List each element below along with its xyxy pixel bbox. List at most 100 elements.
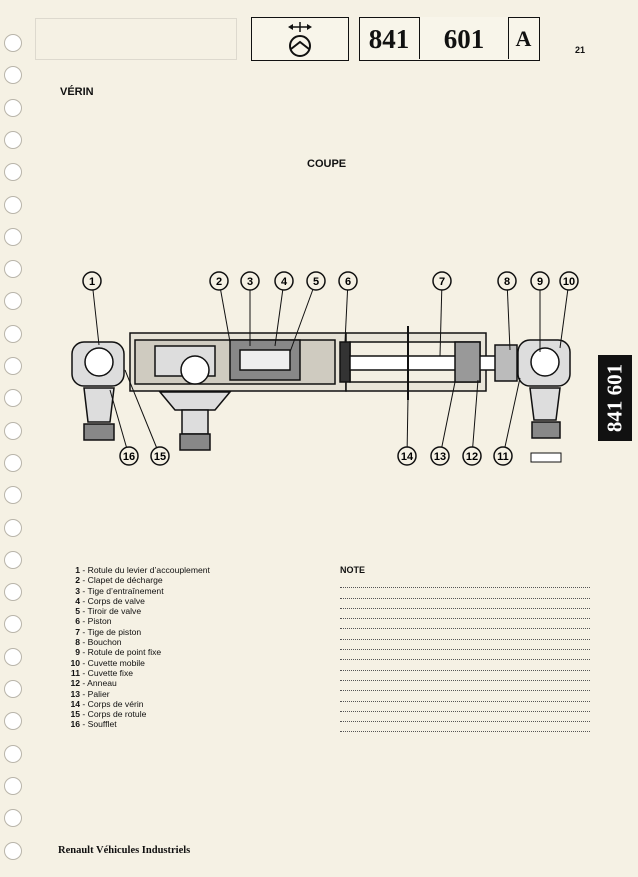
binder-hole	[4, 130, 22, 149]
binder-hole	[4, 357, 22, 375]
legend-item: 9 - Rotule de point fixe	[66, 647, 210, 657]
callout-3: 13	[430, 381, 456, 466]
callout-number: 14	[401, 451, 414, 463]
callout-circle	[559, 271, 579, 291]
page-title: VÉRIN	[60, 86, 94, 98]
legend-label: - Rotule du levier d’accouplement	[82, 565, 210, 575]
callout-8: 9	[530, 271, 550, 352]
callout-circle	[119, 446, 139, 466]
note-line	[340, 629, 590, 640]
callout-2: 3	[240, 271, 260, 346]
callout-number: 13	[434, 451, 446, 463]
legend-number: 4	[75, 595, 80, 606]
note-line	[340, 578, 590, 589]
callout-number: 8	[504, 276, 510, 288]
group-number: 841	[368, 24, 410, 54]
revision-letter: A	[515, 26, 532, 51]
callout-6: 7	[432, 271, 452, 357]
legend-label: - Cuvette fixe	[82, 667, 134, 678]
callout-1: 15	[124, 369, 170, 466]
binder-hole	[4, 583, 22, 602]
legend-item: 10 - Cuvette mobile	[66, 658, 210, 668]
callout-number: 16	[123, 451, 135, 463]
callout-number: 15	[154, 451, 166, 463]
leader-line	[289, 280, 317, 353]
callout-circle	[150, 446, 170, 466]
legend-number: 15	[70, 709, 80, 720]
legend-item: 16 - Soufflet	[66, 719, 210, 729]
note-line	[340, 712, 590, 723]
note-line	[340, 609, 590, 620]
legend-number: 6	[75, 616, 80, 627]
binder-hole	[4, 841, 22, 860]
binder-hole	[4, 66, 22, 85]
binder-hole	[4, 260, 22, 279]
binder-hole	[4, 227, 22, 246]
callout-number: 1	[89, 276, 95, 288]
legend-item: 2 - Clapet de décharge	[66, 575, 210, 585]
callout-4: 5	[289, 271, 326, 353]
legend-item: 8 - Bouchon	[66, 637, 210, 647]
binder-hole	[4, 776, 22, 795]
leader-line	[344, 280, 349, 343]
leader-line	[91, 280, 100, 346]
legend-number: 3	[75, 585, 80, 596]
note-title: NOTE	[340, 565, 366, 575]
note-line	[340, 702, 590, 712]
binder-hole	[4, 389, 22, 408]
callout-number: 6	[345, 276, 351, 288]
note-line	[340, 660, 590, 671]
binder-hole	[4, 453, 22, 472]
note-line	[340, 650, 590, 661]
left-ball-joint	[71, 341, 125, 441]
legend-label: - Palier	[82, 688, 110, 699]
valve-ball-joint	[158, 391, 232, 451]
binder-hole	[4, 324, 22, 343]
binder-hole	[4, 518, 22, 537]
drawing-code-box	[530, 452, 562, 463]
callout-circle	[306, 271, 326, 291]
callout-circle	[530, 271, 550, 291]
show-through-header	[35, 18, 237, 60]
legend-label: - Anneau	[82, 678, 117, 689]
binder-hole	[4, 34, 22, 52]
binder-hole	[4, 744, 22, 763]
leader-line	[471, 379, 479, 457]
callout-7: 8	[497, 271, 517, 351]
callout-circle	[430, 446, 450, 466]
callout-3: 4	[274, 271, 294, 347]
legend-item: 11 - Cuvette fixe	[66, 668, 210, 678]
binder-hole	[4, 486, 22, 505]
legend-item: 15 - Corps de rotule	[66, 709, 210, 719]
leader-line	[109, 389, 130, 457]
legend-item: 7 - Tige de piston	[66, 627, 210, 637]
note-line	[340, 599, 590, 609]
note-line	[340, 640, 590, 651]
legend-label: - Corps de valve	[82, 595, 145, 606]
reference-divider	[419, 17, 509, 59]
leader-line	[124, 369, 161, 457]
callout-5: 6	[338, 271, 358, 343]
note-line	[340, 722, 590, 733]
binder-hole	[4, 98, 22, 117]
callout-number: 12	[466, 451, 478, 463]
binder-hole	[4, 163, 22, 182]
leader-line	[502, 377, 521, 457]
callout-4: 12	[462, 379, 482, 466]
binder-hole	[4, 195, 22, 214]
callout-number: 11	[497, 451, 509, 463]
right-ball-joint	[517, 339, 571, 439]
note-lines	[340, 578, 590, 733]
legend-item: 6 - Piston	[66, 616, 210, 626]
callout-circle	[493, 446, 513, 466]
callout-number: 3	[247, 276, 253, 288]
callout-circle	[338, 271, 358, 291]
legend-label: - Tige de piston	[82, 626, 142, 637]
legend-label: - Piston	[82, 616, 112, 627]
legend-number: 5	[75, 606, 80, 617]
legend-label: - Clapet de décharge	[82, 575, 163, 586]
binder-hole	[4, 680, 22, 698]
callout-1: 2	[209, 271, 231, 343]
